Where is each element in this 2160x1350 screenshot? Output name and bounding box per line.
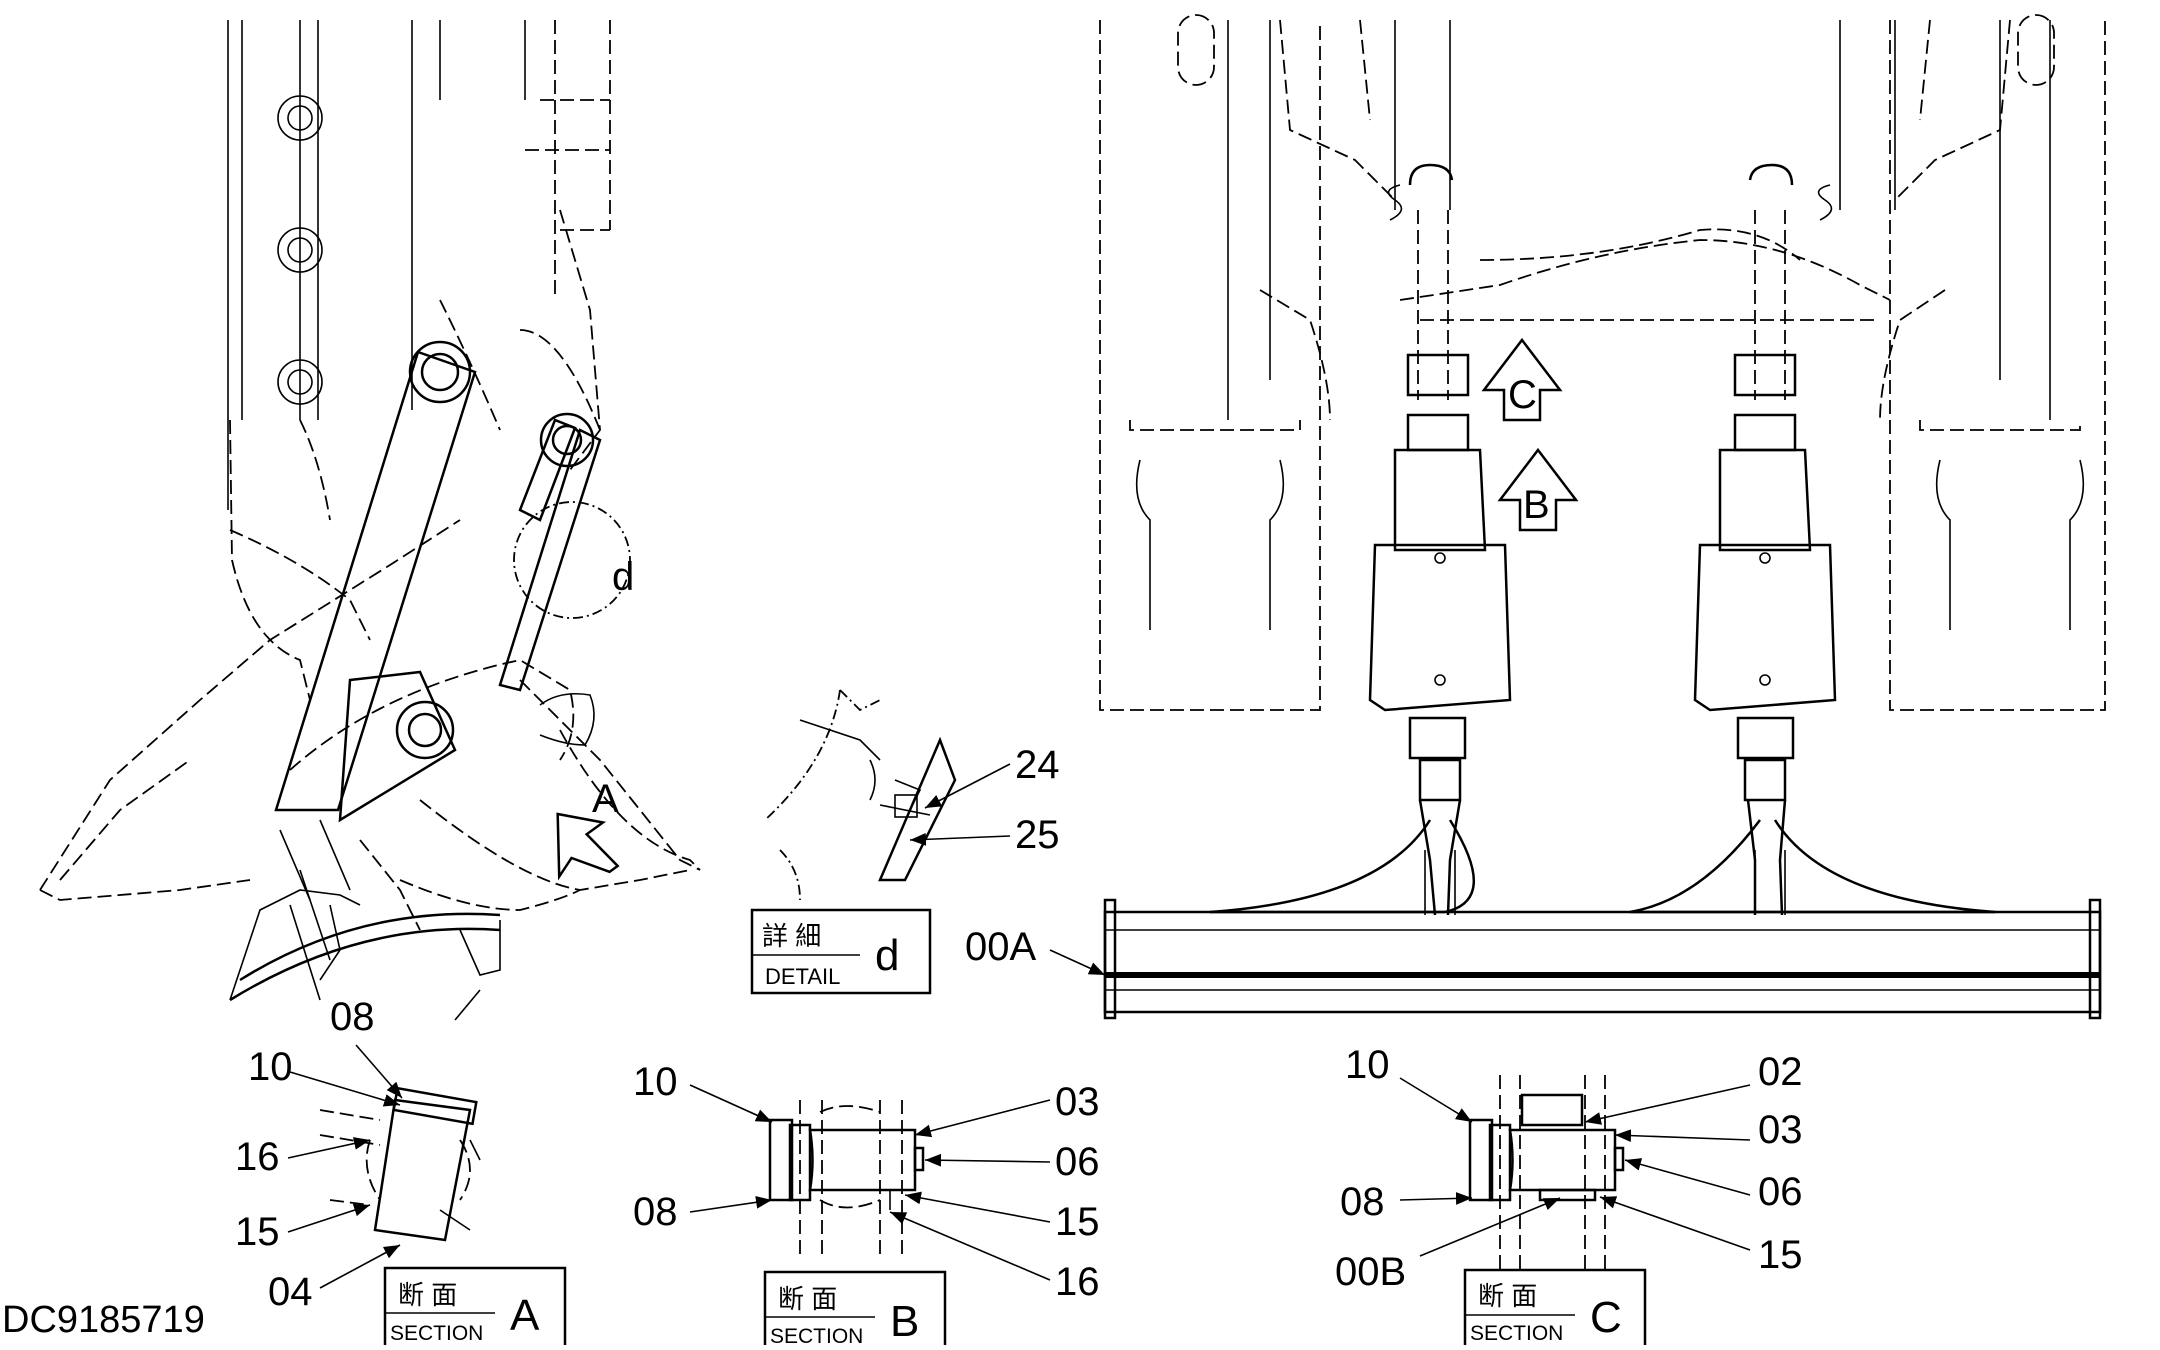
- svg-text:B: B: [1523, 483, 1550, 527]
- track-roller: [277, 95, 323, 405]
- svg-text:d: d: [875, 931, 899, 980]
- callout-25: 25: [1015, 813, 1060, 857]
- section-b-label-box: 断 面 SECTION B: [763, 1270, 947, 1350]
- lift-cylinder: [498, 412, 602, 746]
- svg-text:C: C: [1508, 373, 1537, 417]
- svg-text:A: A: [592, 777, 619, 821]
- svg-text:SECTION: SECTION: [1470, 1322, 1563, 1345]
- b-callout-06: 06: [1055, 1140, 1100, 1184]
- b-callout-16: 16: [1055, 1260, 1100, 1304]
- c-callout-02: 02: [1758, 1050, 1803, 1094]
- view-arrow-b: B: [1497, 447, 1579, 532]
- svg-text:SECTION: SECTION: [390, 1322, 483, 1345]
- svg-text:SECTION: SECTION: [770, 1325, 863, 1345]
- b-callout-08: 08: [633, 1190, 678, 1234]
- section-b-view: 10 08 03 06 15 16: [633, 1060, 1100, 1304]
- right-pivot: [1629, 353, 1996, 916]
- c-callout-03: 03: [1758, 1108, 1803, 1152]
- callout-00a: 00A: [965, 925, 1036, 969]
- blade-frame: [229, 819, 501, 1021]
- view-arrow-a: A: [556, 777, 620, 881]
- side-view: d A: [39, 20, 701, 1021]
- section-c-label-box: 断 面 SECTION C: [1463, 1268, 1647, 1350]
- view-arrow-c: C: [1481, 337, 1563, 422]
- dozer-blade: [1103, 898, 2102, 1020]
- a-callout-08: 08: [330, 995, 375, 1039]
- svg-text:C: C: [1590, 1293, 1622, 1342]
- c-callout-06: 06: [1758, 1170, 1803, 1214]
- svg-text:A: A: [510, 1291, 540, 1340]
- a-callout-16: 16: [235, 1135, 280, 1179]
- detail-d-marker: d: [612, 555, 634, 599]
- svg-text:DETAIL: DETAIL: [765, 964, 840, 989]
- section-a-label-box: 断 面 SECTION A: [383, 1266, 567, 1350]
- lift-arm: [274, 340, 477, 823]
- front-view: C B 00A: [965, 14, 2106, 1020]
- c-callout-15: 15: [1758, 1233, 1803, 1277]
- detail-d-circle: [513, 501, 631, 619]
- a-callout-15: 15: [235, 1210, 280, 1254]
- svg-text:断 面: 断 面: [1478, 1281, 1537, 1311]
- c-callout-00b: 00B: [1335, 1250, 1406, 1294]
- b-callout-03: 03: [1055, 1080, 1100, 1124]
- callout-24: 24: [1015, 743, 1060, 787]
- section-a-view: 08 10 16 15 04: [235, 995, 481, 1314]
- drawing-id: DC9185719: [2, 1299, 205, 1341]
- left-pivot: [1209, 353, 1512, 916]
- svg-text:断 面: 断 面: [398, 1280, 457, 1310]
- c-callout-08: 08: [1340, 1180, 1385, 1224]
- b-callout-15: 15: [1055, 1200, 1100, 1244]
- svg-text:B: B: [890, 1297, 919, 1345]
- svg-text:詳 細: 詳 細: [762, 921, 821, 951]
- c-callout-10: 10: [1345, 1043, 1390, 1087]
- svg-text:断 面: 断 面: [778, 1284, 837, 1314]
- detail-d-label-box: 詳 細 DETAIL d: [750, 908, 932, 995]
- b-callout-10: 10: [633, 1060, 678, 1104]
- section-c-view: 10 08 00B 02 03 06 15: [1335, 1043, 1803, 1294]
- detail-d-view: 24 25: [764, 689, 1060, 901]
- a-callout-10: 10: [248, 1045, 293, 1089]
- a-callout-04: 04: [268, 1270, 313, 1314]
